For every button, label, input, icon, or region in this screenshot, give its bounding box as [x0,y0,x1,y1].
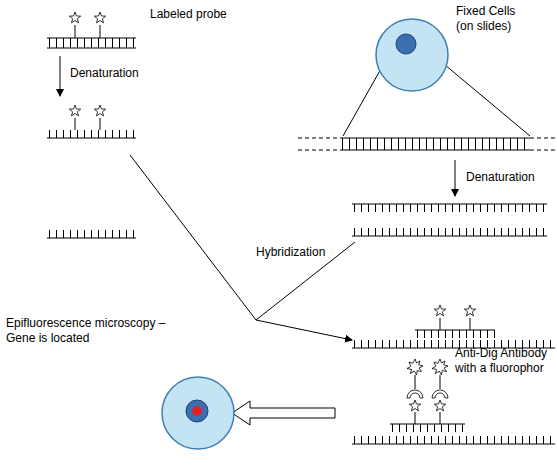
text-label: Hybridization [256,245,366,260]
text-label: Labeled probe [150,7,270,22]
text-label: Denaturation [70,66,180,81]
text-label: Anti-Dig Antibody with a fluorophor [455,346,557,376]
text-label: Fixed Cells (on slides) [456,4,528,34]
text-label: Denaturation [466,170,557,185]
text-label: Epifluorescence microscopy – Gene is loc… [6,316,178,346]
